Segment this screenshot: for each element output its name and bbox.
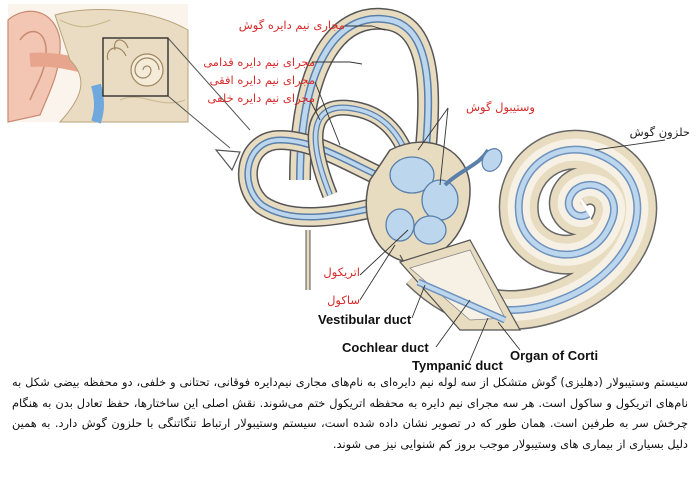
ear-anatomy-inset (7, 4, 189, 124)
label-organ-of-corti: Organ of Corti (510, 348, 599, 363)
label-lateral-canal: مجرای نیم دایره افقی (209, 73, 315, 87)
label-saccule: ساکول (327, 293, 360, 307)
inner-ear-diagram (7, 4, 666, 366)
label-utricle: اتریکول (323, 265, 360, 279)
caption-paragraph: سیستم وستیبولار (دهلیزی) گوش متشکل از سه… (12, 375, 688, 451)
label-cochlea: حلزون گوش (629, 125, 690, 139)
label-cochlear-duct: Cochlear duct (342, 340, 429, 355)
label-vestibule: وستیبول گوش (465, 100, 535, 114)
zoom-arrow-icon (214, 149, 241, 172)
vestibule (365, 141, 503, 311)
label-semicircular-canals: مجاری نیم دایره گوش (238, 18, 345, 32)
label-posterior-canal: مجرای نیم دایره خلفی (207, 91, 315, 105)
cochlea (398, 129, 658, 331)
label-tympanic-duct: Tympanic duct (412, 358, 503, 373)
zoom-line (167, 37, 251, 131)
label-anterior-canal: مجرای نیم دایره قدامی (203, 55, 315, 69)
zoom-line (167, 95, 231, 149)
label-vestibular-duct: Vestibular duct (318, 312, 412, 327)
leader-lines (309, 25, 666, 366)
